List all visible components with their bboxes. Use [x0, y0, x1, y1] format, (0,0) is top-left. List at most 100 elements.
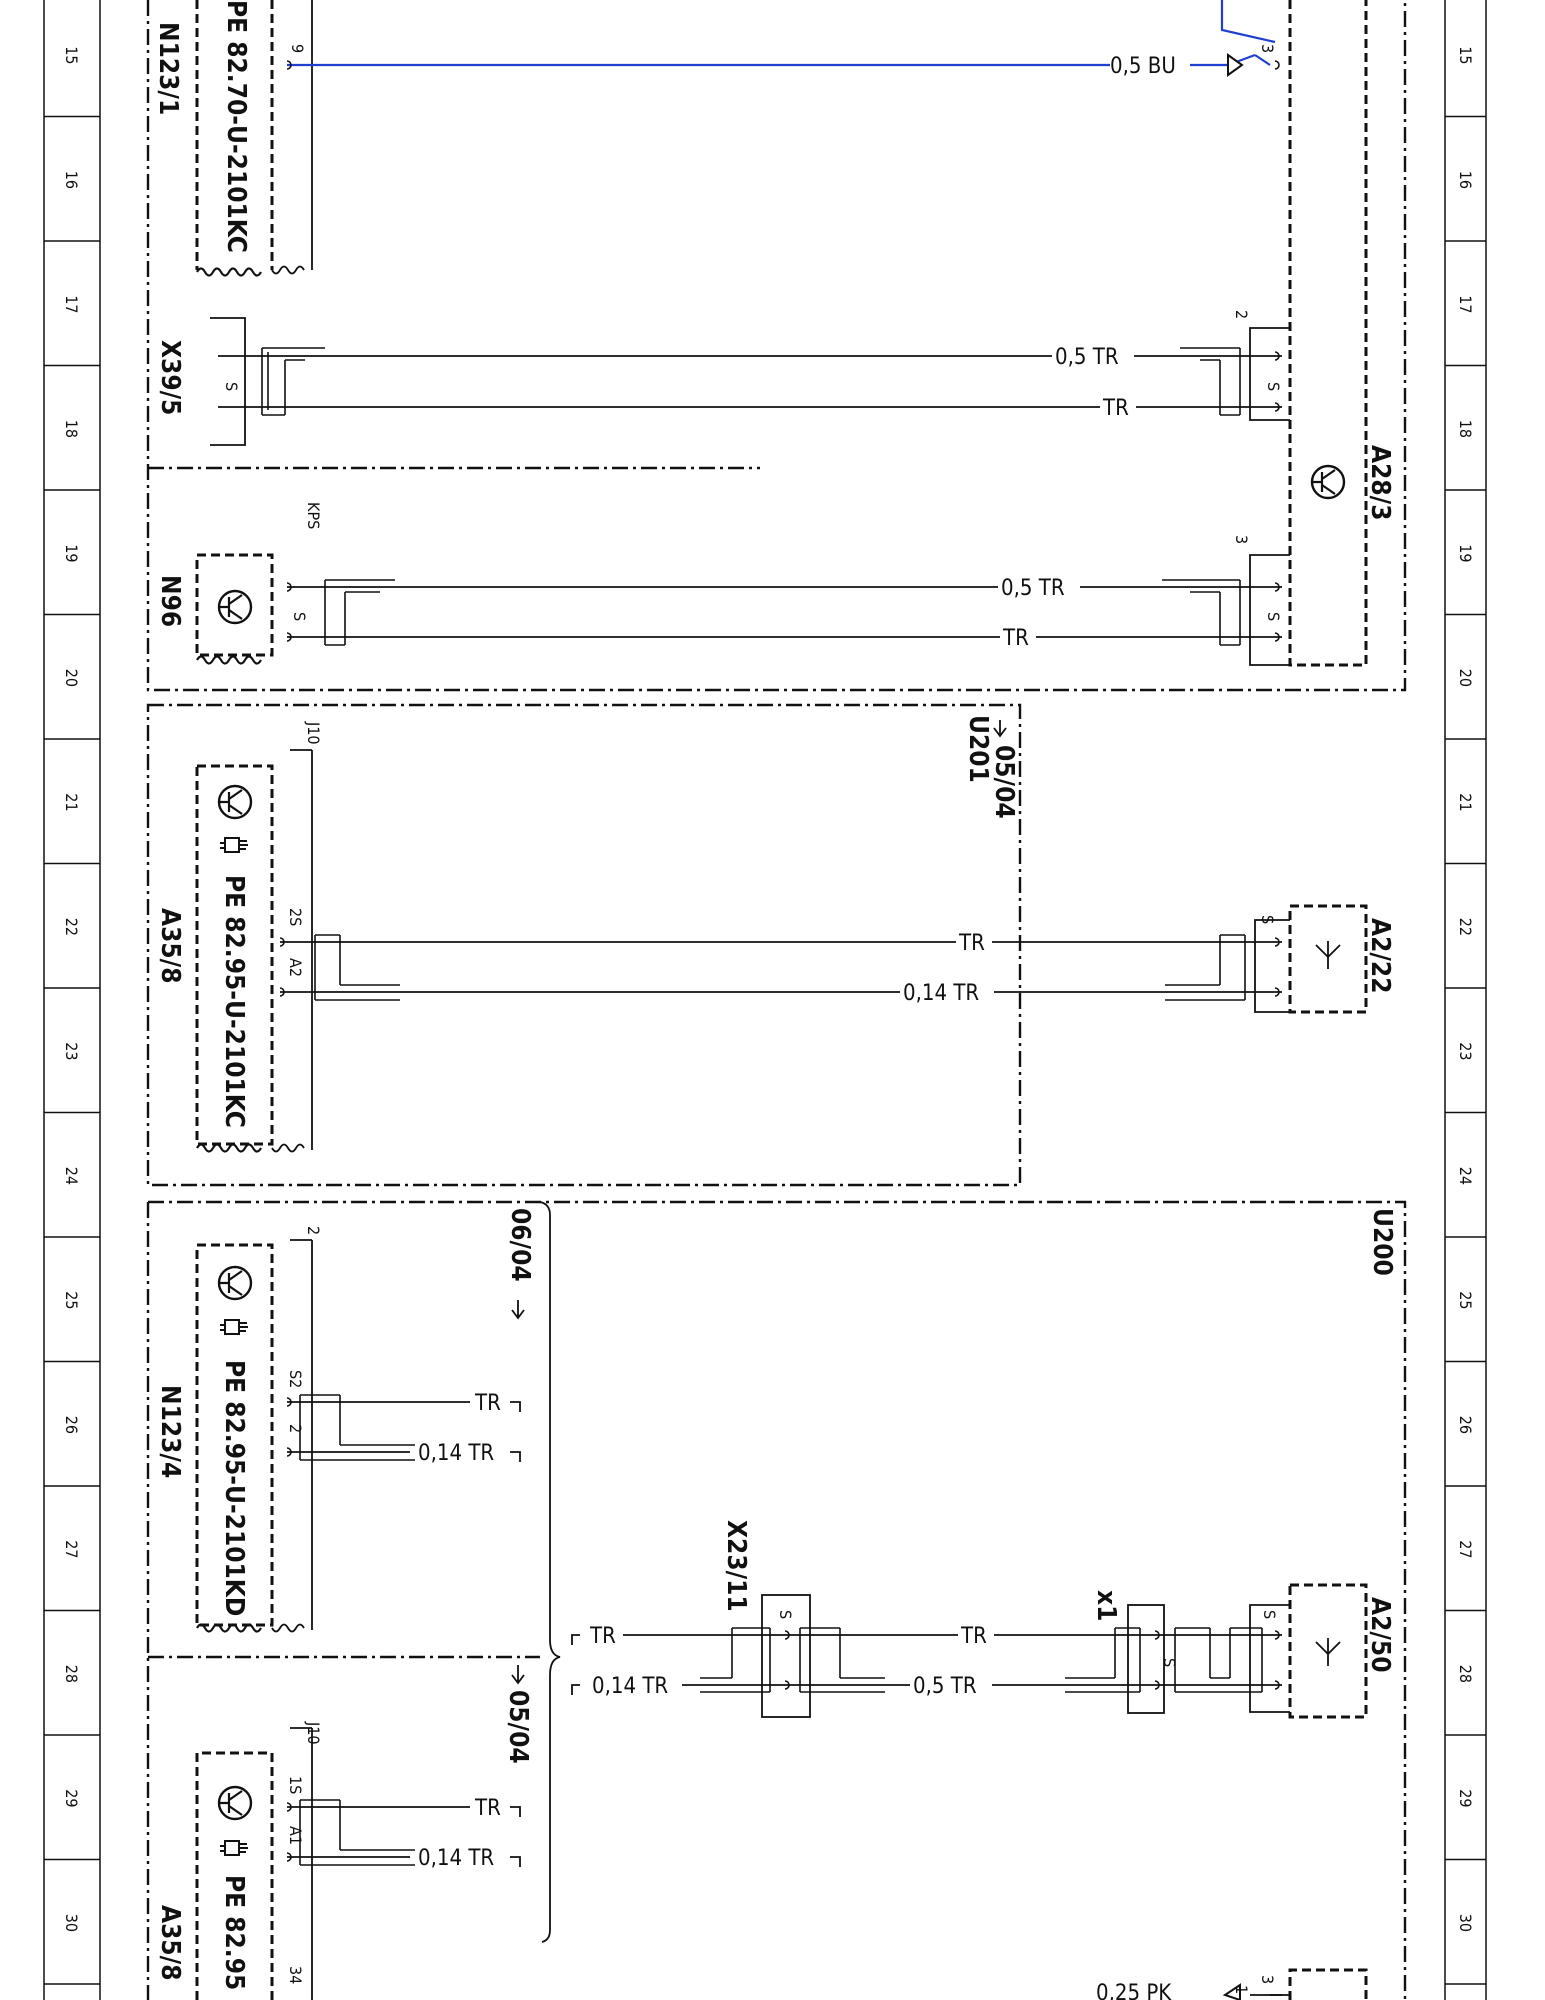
n96-box [195, 553, 274, 657]
row-label: 15 [1456, 46, 1475, 64]
a2-22-box [1288, 904, 1368, 1014]
row-label: 20 [1456, 669, 1475, 687]
pin-label-34: 34 [286, 1966, 305, 1984]
wire-label-tr-d: TR [474, 1391, 501, 1416]
wire-label-tr-g: TR [960, 1624, 987, 1649]
grid-frame [43, 0, 1487, 2000]
wire-label-pk: 0,25 PK [1096, 1981, 1172, 2000]
a2-50-box [1288, 1583, 1368, 1719]
row-label: 29 [62, 1789, 81, 1807]
a35-8-transistor-icon [217, 784, 253, 820]
row-label: 22 [62, 918, 81, 936]
arrow-0504 [511, 1665, 525, 1685]
pin-label-3-top: 3 [1258, 44, 1277, 53]
u201-box [146, 703, 1022, 1187]
row-label: 21 [62, 793, 81, 811]
label-a28-3: A28/3 [1365, 445, 1395, 520]
n123-4-transistor-icon [217, 1265, 253, 1301]
pin-label-a2: A2 [286, 958, 305, 977]
note-n123-4: PE 82.95-U-2101KD [219, 1360, 249, 1616]
row-label: 15 [62, 46, 81, 64]
label-a35-8-bottom: A35/8 [155, 1905, 185, 1980]
a35-8-bottom-handheld-icon [219, 1840, 249, 1856]
note-a35-8-top: PE 82.95-U-2101KC [219, 875, 249, 1128]
pin-label-1-bottom: 1 [1232, 1985, 1251, 1994]
pin-label-3-mid: 3 [1232, 535, 1251, 544]
n123-4-handheld-icon [219, 1319, 249, 1335]
arrow-0604 [511, 1300, 525, 1320]
wire-label-tr014-d: 0,14 TR [592, 1674, 668, 1699]
row-label: 18 [62, 420, 81, 438]
pin-label-s-x1: S [1160, 1658, 1179, 1667]
pin-label-2-n123-4: 2 [304, 1226, 323, 1235]
label-x39-5: X39/5 [155, 340, 185, 415]
row-label: 27 [1456, 1540, 1475, 1558]
row-label: 17 [1456, 295, 1475, 313]
row-label: 16 [1456, 171, 1475, 189]
row-label: 18 [1456, 420, 1475, 438]
a35-8-bottom-transistor-icon [217, 1785, 253, 1821]
wire-label-tr014-c: 0,14 TR [418, 1846, 494, 1871]
date-u201: 05/04 [989, 745, 1019, 819]
row-label: 24 [1456, 1167, 1475, 1185]
row-label: 30 [62, 1914, 81, 1932]
variant-brace [539, 1201, 561, 1943]
x39-5-connector [210, 317, 246, 446]
section-box-top [146, 0, 1407, 692]
date-0504: 05/04 [503, 1690, 533, 1764]
a2-50-antenna-icon [1315, 1637, 1341, 1667]
pin-label-s-x39: S [222, 382, 241, 391]
a2-bottom-box [1288, 1968, 1368, 2000]
a35-8-handheld-icon [219, 837, 249, 853]
row-label: 27 [62, 1540, 81, 1558]
note-a35-8-bottom: PE 82.95 [219, 1875, 249, 1990]
wire-label-tr014-a: 0,14 TR [903, 981, 979, 1006]
a35-8-bottom-box [195, 1751, 274, 2000]
pin-label-1s: 1S [286, 1776, 305, 1794]
pin-label-s-a28a: S [1264, 382, 1283, 391]
row-label: 25 [1456, 1291, 1475, 1309]
row-label: 28 [62, 1665, 81, 1683]
wire-label-tr-b: TR [1002, 626, 1029, 651]
row-label: 19 [1456, 544, 1475, 562]
row-label: 16 [62, 171, 81, 189]
label-a2-22: A2/22 [1365, 918, 1395, 993]
pin-label-s-x23: S [776, 1610, 795, 1619]
wire-label-tr-c: TR [958, 931, 985, 956]
wire-label-tr014-b: 0,14 TR [418, 1441, 494, 1466]
x1-connector [1127, 1604, 1165, 1714]
row-label: 26 [62, 1416, 81, 1434]
note-n123-1: PE 82.70-U-2101KC [221, 0, 251, 253]
row-label: 23 [62, 1042, 81, 1060]
x23-11-connector [761, 1594, 811, 1718]
a2-22-antenna-icon [1315, 940, 1341, 970]
row-label: 17 [62, 295, 81, 313]
label-n123-4: N123/4 [155, 1385, 185, 1478]
wire-label-tr05-a: 0,5 TR [1055, 345, 1119, 370]
pin-label-a1: A1 [286, 1826, 305, 1845]
label-x1: x1 [1091, 1590, 1121, 1621]
row-label: 24 [62, 1167, 81, 1185]
pin-label-s-a222: S [1258, 915, 1277, 924]
wire-label-bu: 0,5 BU [1110, 54, 1176, 79]
row-label: 22 [1456, 918, 1475, 936]
row-label: 26 [1456, 1416, 1475, 1434]
row-label: 21 [1456, 793, 1475, 811]
pin-label-s-a250: S [1260, 1610, 1279, 1619]
row-label: 19 [62, 544, 81, 562]
date-0604: 06/04 [505, 1208, 535, 1282]
pin-label-j10-bottom: J10 [304, 1721, 323, 1745]
arrow-u201 [993, 720, 1007, 738]
wire-label-tr-e: TR [474, 1796, 501, 1821]
pin-label-2-top: 2 [1232, 310, 1251, 319]
label-u201: U201 [963, 715, 993, 783]
pin-label-3-bottom: 3 [1258, 1975, 1277, 1984]
pin-label-2-n123-4b: 2 [286, 1424, 305, 1433]
row-ticks [44, 115, 1486, 1985]
pin-label-s-a28b: S [1264, 612, 1283, 621]
row-label: 28 [1456, 1665, 1475, 1683]
wire-label-tr05-b: 0,5 TR [1001, 576, 1065, 601]
pin-label-s2: S2 [286, 1370, 305, 1388]
pin-label-kps: KPS [304, 502, 323, 529]
